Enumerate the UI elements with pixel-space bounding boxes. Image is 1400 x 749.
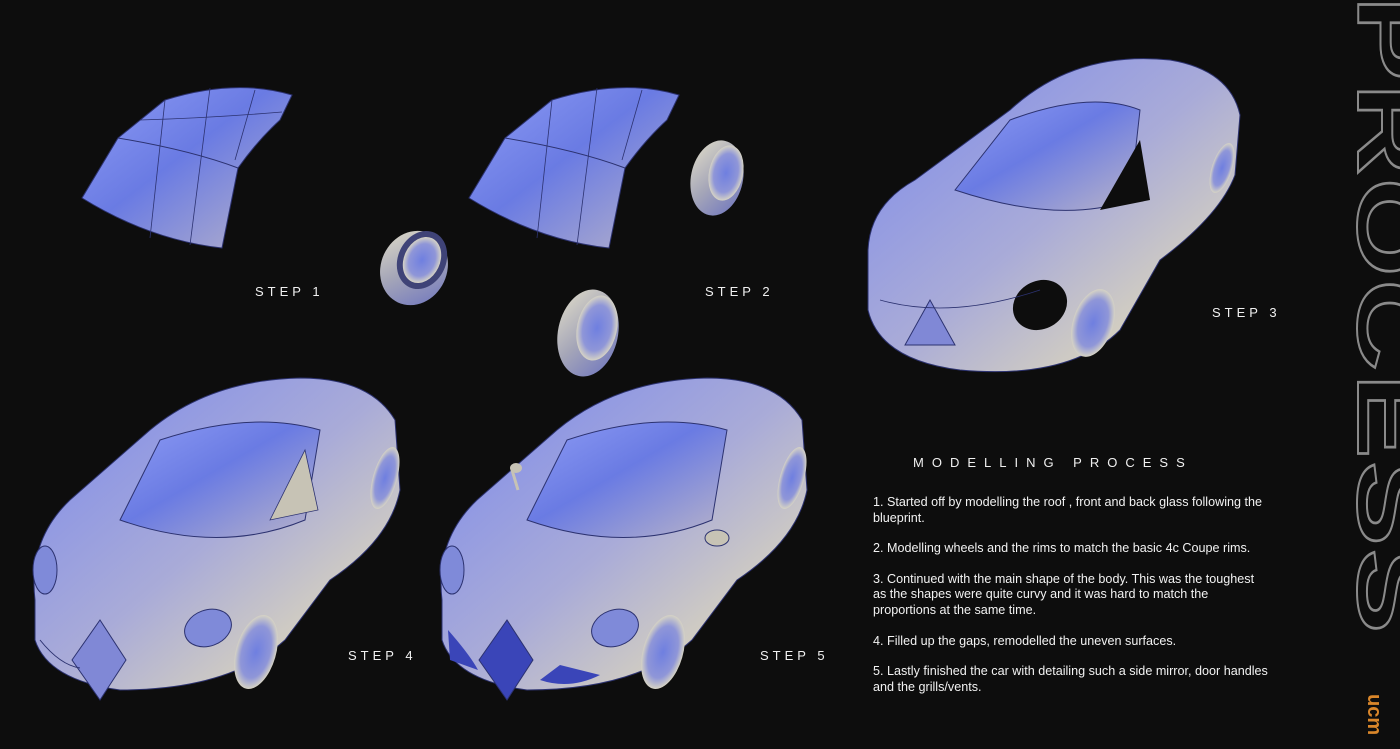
step3-car-model xyxy=(867,58,1241,373)
step4-car-model xyxy=(32,377,401,701)
step1-roof-model xyxy=(81,87,293,249)
modelling-process-heading: MODELLING PROCESS xyxy=(913,455,1193,470)
process-step-1: 1. Started off by modelling the roof , f… xyxy=(873,495,1263,525)
brand-logo-text: ucm xyxy=(1368,694,1385,734)
vertical-title: PROCESS xyxy=(1337,0,1400,637)
step5-label: STEP 5 xyxy=(760,648,829,663)
step2-wheel-rear xyxy=(690,140,744,216)
step4-label: STEP 4 xyxy=(348,648,417,663)
step1-wheel-model xyxy=(380,230,448,306)
process-step-4: 4. Filled up the gaps, remodelled the un… xyxy=(873,633,1177,648)
process-description: 1. Started off by modelling the roof , f… xyxy=(873,495,1268,710)
vertical-title-text: PROCESS xyxy=(1338,0,1400,636)
step1-label: STEP 1 xyxy=(255,284,324,299)
process-step-3: 3. Continued with the main shape of the … xyxy=(873,571,1255,617)
step2-roof-model xyxy=(468,87,680,249)
process-step-5: 5. Lastly finished the car with detailin… xyxy=(873,664,1268,694)
step5-car-model xyxy=(439,377,808,701)
brand-logo: ucm xyxy=(1368,694,1385,734)
process-step-2: 2. Modelling wheels and the rims to matc… xyxy=(873,541,1251,556)
step2-wheel-front xyxy=(557,289,619,377)
step2-label: STEP 2 xyxy=(705,284,774,299)
step3-label: STEP 3 xyxy=(1212,305,1281,320)
